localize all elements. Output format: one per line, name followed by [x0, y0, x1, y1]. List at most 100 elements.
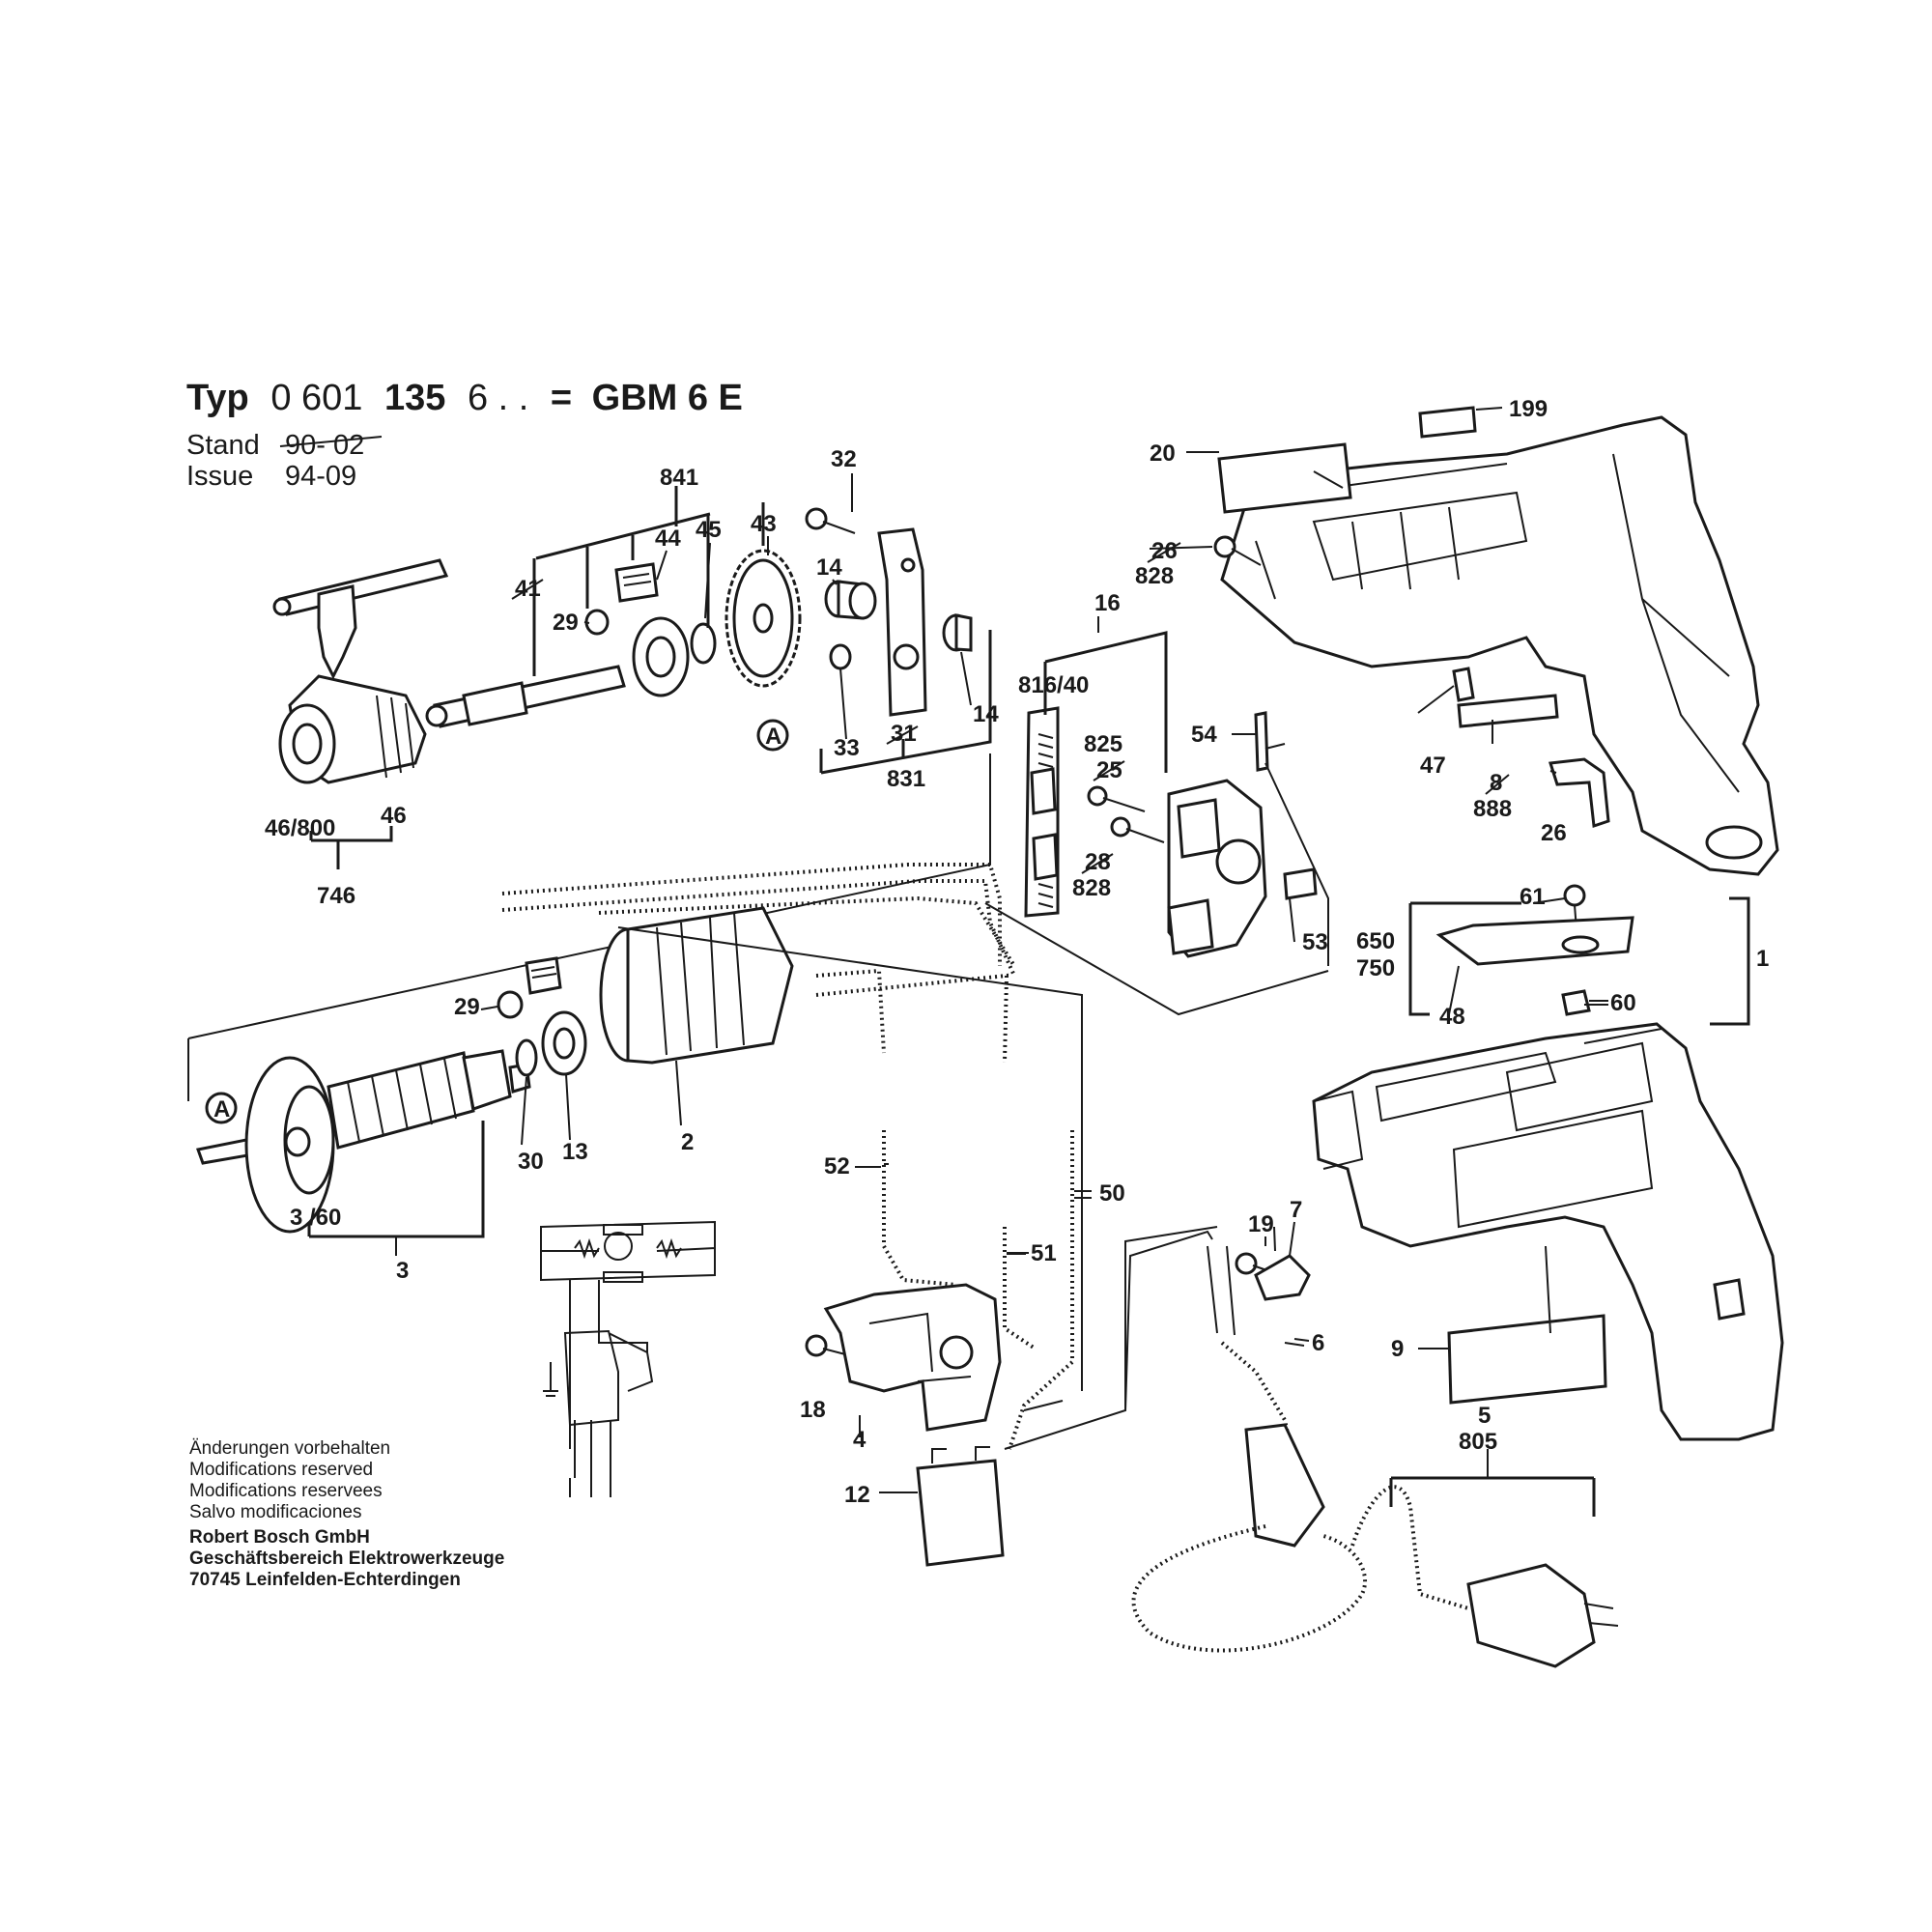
screw-32-drawing [805, 507, 856, 534]
reference-a-label-bottom: A [213, 1096, 230, 1122]
housing-half-drawing [1220, 415, 1779, 876]
header: Typ 0 601 135 6 . . = GBM 6 E Stand 90- … [186, 378, 743, 492]
power-cable-lower [1350, 1485, 1469, 1610]
stand-strike-line [279, 436, 383, 447]
label-12: 12 [844, 1482, 870, 1508]
assembly-805-bracket [1389, 1476, 1596, 1517]
lead-wire-51 [815, 973, 1009, 1064]
label-888: 888 [1473, 796, 1512, 822]
label-29-lower: 29 [454, 994, 480, 1020]
title-typ-number-c: 6 . . [468, 378, 528, 418]
title-typ-word: Typ [186, 378, 249, 418]
armature-group-connector-line [187, 753, 991, 1101]
reference-a-circle-top [756, 719, 789, 752]
carbon-brush-top-drawing [1030, 767, 1057, 815]
label-1: 1 [1756, 946, 1769, 972]
label-46-800: 46/800 [265, 815, 335, 841]
brush-spring-bottom-drawing [1037, 883, 1054, 908]
assembly-841-bracket [532, 502, 765, 676]
bracket-26-drawing [1548, 757, 1610, 829]
label-3: 3 [396, 1258, 409, 1284]
title-typ-number-b: 135 [384, 378, 445, 418]
label-8: 8 [1490, 770, 1502, 796]
circuit-schematic [540, 1220, 716, 1497]
label-44: 44 [655, 526, 681, 552]
clip-47-drawing [1452, 667, 1475, 702]
label-7: 7 [1290, 1197, 1302, 1223]
lead-wire-51-lower [1003, 1227, 1036, 1350]
assembly-831-bracket [819, 630, 992, 775]
spindle-drawing [425, 665, 626, 728]
label-805: 805 [1459, 1429, 1497, 1455]
label-828-top: 828 [1135, 563, 1174, 589]
label-816-40: 816/40 [1018, 672, 1089, 698]
brush-holder-drawing [1167, 779, 1267, 958]
label-51: 51 [1031, 1240, 1057, 1266]
label-plate-9-drawing [1447, 1314, 1607, 1405]
label-32: 32 [831, 446, 857, 472]
label-30: 30 [518, 1149, 544, 1175]
ground-symbol [543, 1362, 558, 1397]
label-45: 45 [696, 517, 722, 543]
label-750: 750 [1356, 955, 1395, 981]
label-828-center: 828 [1072, 875, 1111, 901]
wiring-frame-line [617, 926, 1083, 1391]
footer-line-es: Salvo modificaciones [189, 1502, 361, 1522]
label-199: 199 [1509, 396, 1548, 422]
brush-holder-group [1024, 631, 1329, 966]
label-19: 19 [1248, 1211, 1274, 1237]
label-3-60: 3 /60 [290, 1205, 341, 1231]
screw-61-drawing [1563, 884, 1586, 930]
switch-4-drawing [823, 1283, 1002, 1432]
label-47: 47 [1420, 753, 1446, 779]
footer-division: Geschäftsbereich Elektrowerkzeuge [189, 1548, 504, 1569]
drill-chuck-drawing [278, 674, 427, 784]
label-26-strike [1147, 542, 1181, 563]
lead-wire-1 [501, 863, 1002, 966]
nut-60-drawing [1561, 989, 1591, 1016]
title-equals: = [551, 378, 572, 418]
gear-43-drawing [724, 549, 802, 688]
terminal-53-drawing [1283, 867, 1318, 900]
retaining-ring-45-drawing [690, 622, 717, 665]
label-26-top: 26 [1151, 538, 1178, 564]
washer-33-drawing [829, 643, 852, 670]
lead-wire-52 [815, 968, 886, 1054]
label-41-strike [511, 579, 544, 600]
label-54: 54 [1191, 722, 1217, 748]
assembly-1-bracket [1710, 896, 1750, 1026]
assembly-3-bracket [307, 1121, 485, 1238]
screw-28-drawing [1110, 816, 1165, 843]
bushing-14-right-drawing [942, 613, 973, 652]
label-plate-199-drawing [1418, 406, 1477, 439]
reference-a-label-top: A [765, 724, 781, 750]
footer-address: 70745 Leinfelden-Echterdingen [189, 1570, 461, 1590]
label-leader-lines [480, 473, 1305, 1347]
stand-label: Stand [186, 430, 260, 461]
stator-field-drawing [599, 906, 794, 1065]
cap-12-drawing [916, 1459, 1005, 1567]
label-33: 33 [834, 735, 860, 761]
screw-25-drawing [1087, 785, 1146, 812]
label-43: 43 [751, 511, 777, 537]
terminal-54-drawing [1254, 711, 1269, 772]
label-16: 16 [1094, 590, 1121, 616]
washer-29-drawing [584, 609, 610, 636]
power-plug-drawing [1466, 1563, 1596, 1668]
label-14-left: 14 [816, 554, 842, 581]
housing-second-half-drawing [1312, 1022, 1784, 1441]
issue-label: Issue [186, 461, 253, 492]
label-20: 20 [1150, 440, 1176, 467]
model-name: GBM 6 E [592, 378, 743, 418]
assembly-16-bracket [1043, 631, 1168, 773]
chuck-group: A [187, 486, 992, 1101]
label-46: 46 [381, 803, 407, 829]
label-strip-8-drawing [1457, 694, 1559, 728]
reference-a-circle-bottom [205, 1092, 238, 1124]
footer: Änderungen vorbehalten Modifications res… [189, 1438, 504, 1590]
label-50: 50 [1099, 1180, 1125, 1207]
label-52: 52 [824, 1153, 850, 1179]
switch-group [805, 1283, 1005, 1567]
label-841: 841 [660, 465, 698, 491]
